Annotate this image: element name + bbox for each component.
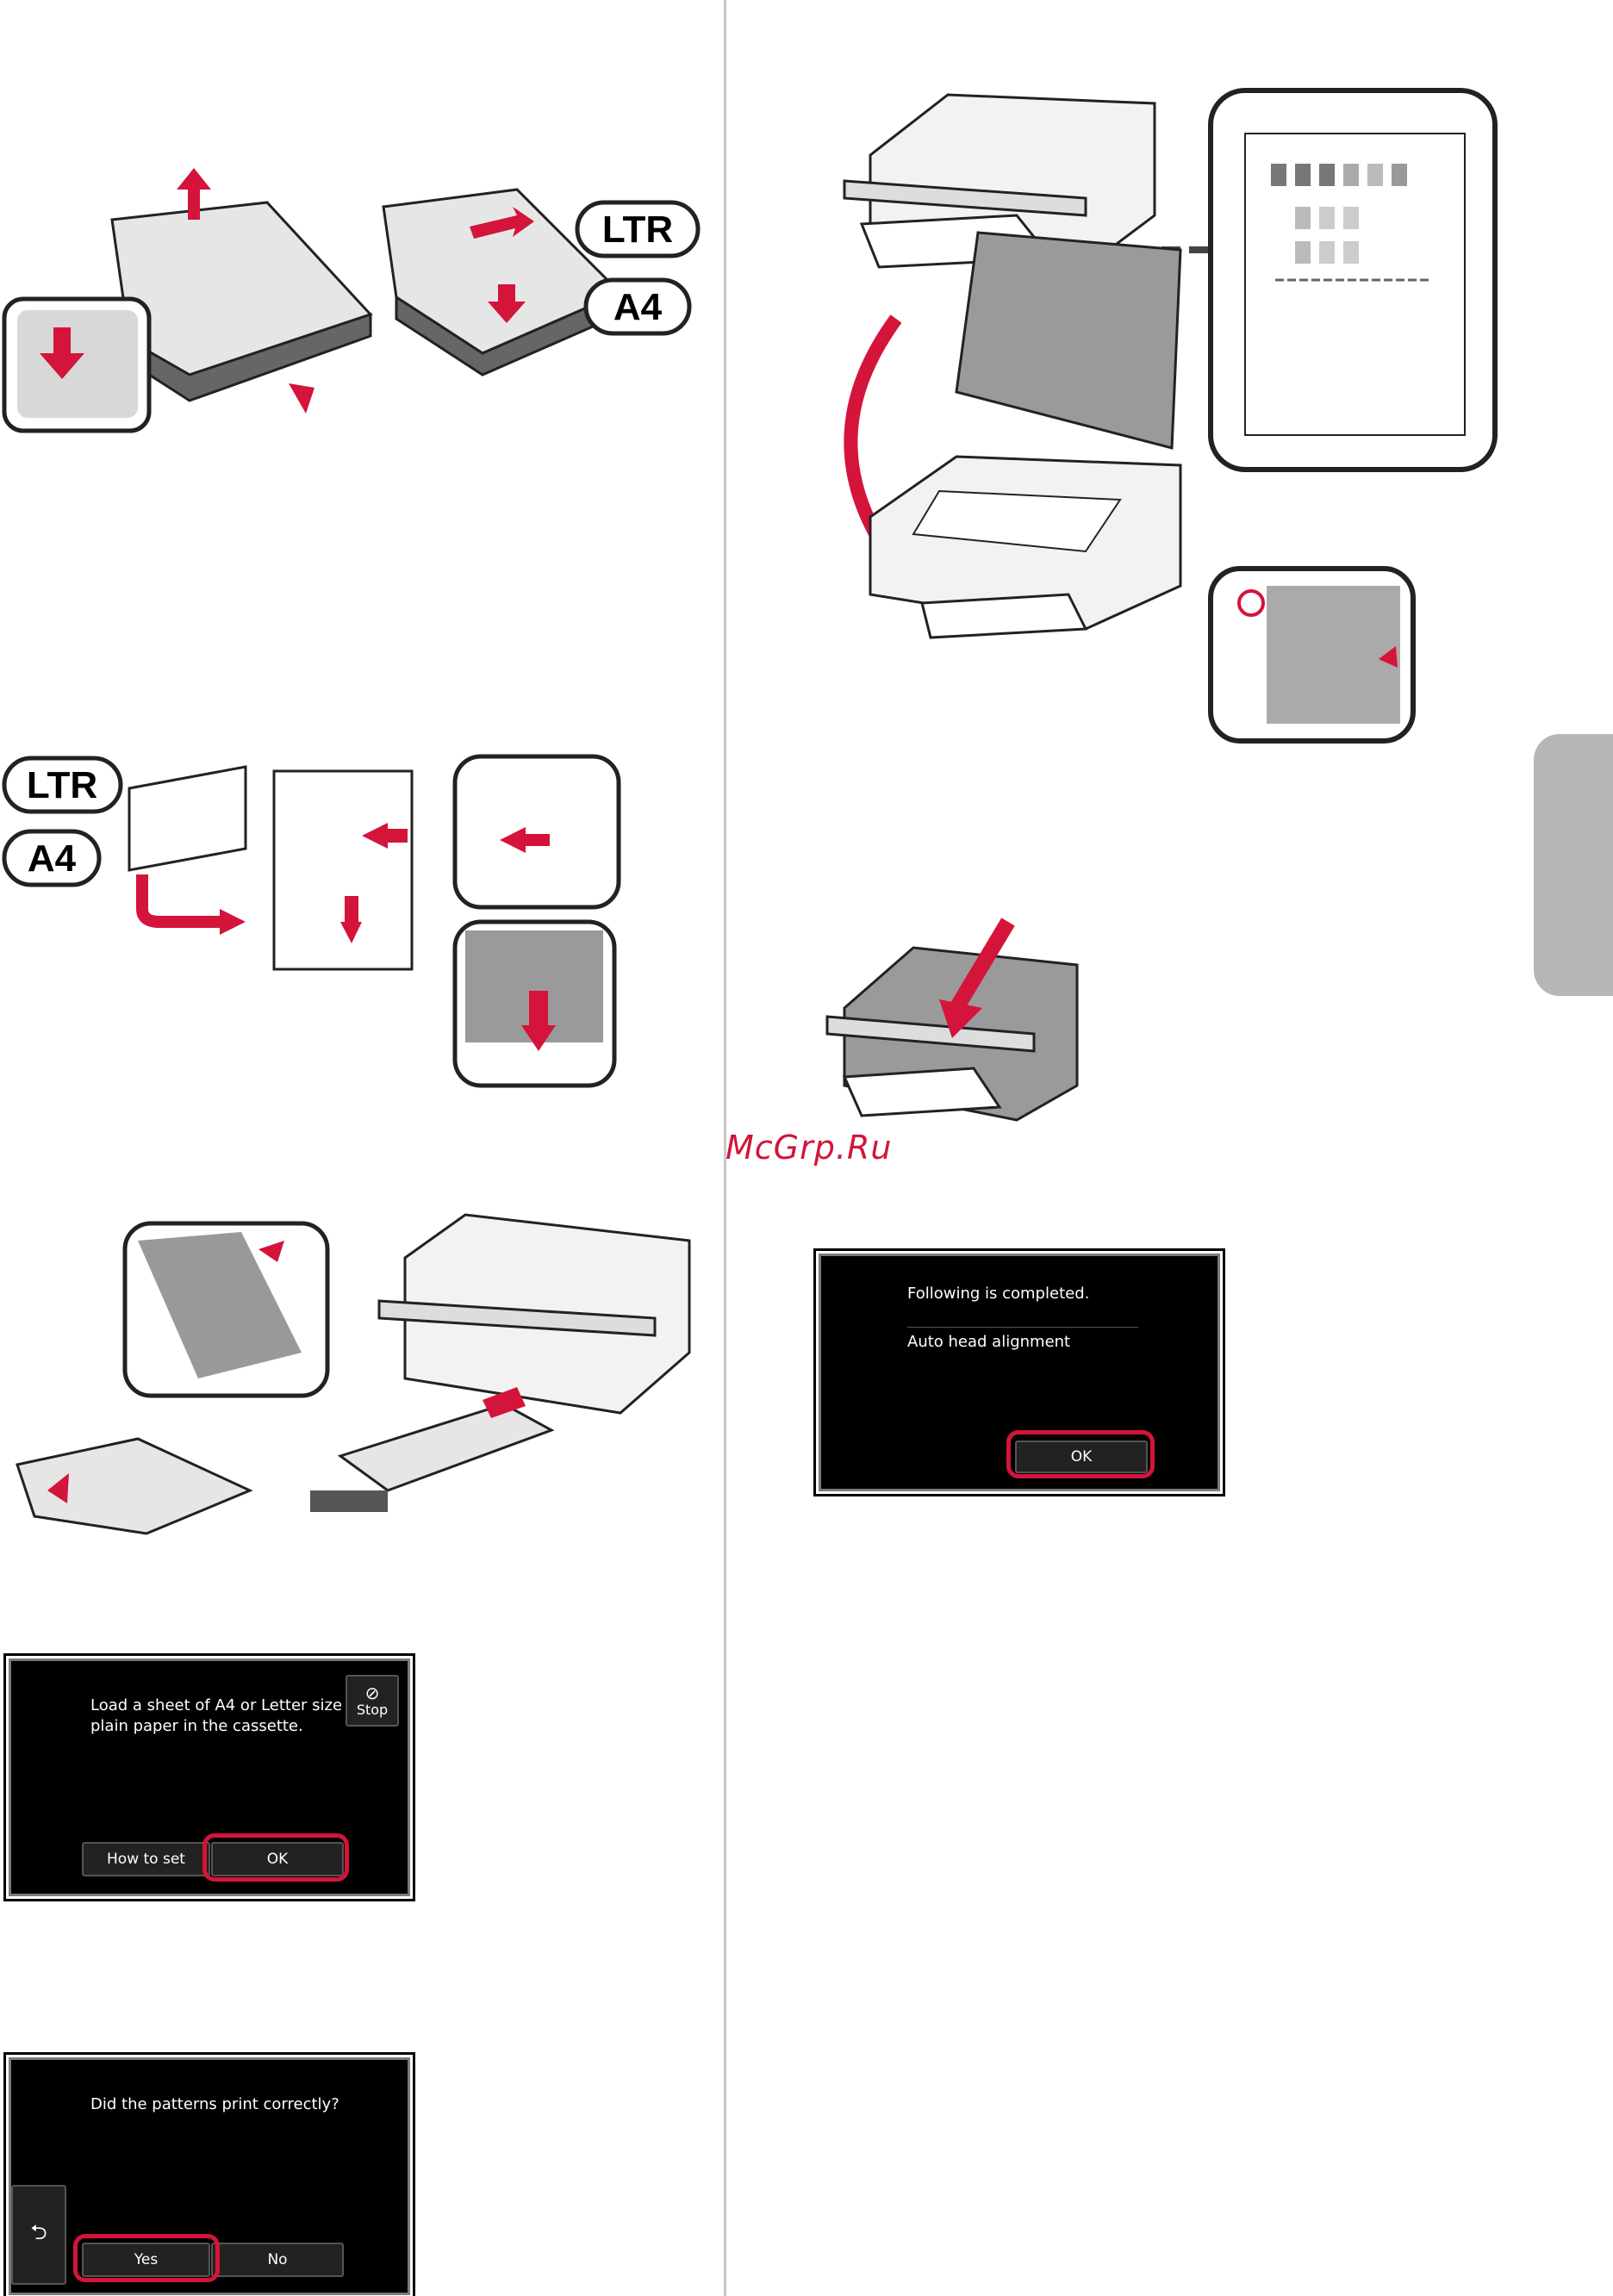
printer-scan-illustration	[827, 86, 1516, 775]
stop-icon: ⊘	[365, 1684, 380, 1702]
close-cover-illustration	[810, 913, 1094, 1137]
section-tab	[1534, 734, 1613, 996]
watermark: McGrp.Ru	[726, 1129, 892, 1167]
patterns-question: Did the patterns print correctly?	[90, 2094, 339, 2115]
stop-button[interactable]: ⊘ Stop	[346, 1675, 399, 1727]
ok-highlight	[1006, 1430, 1155, 1478]
cassette-guides-illustration: LTR A4	[0, 168, 707, 444]
no-button[interactable]: No	[211, 2243, 344, 2277]
svg-text:A4: A4	[28, 837, 77, 880]
svg-text:LTR: LTR	[602, 208, 673, 251]
paper-load-illustration: LTR A4	[0, 750, 629, 1094]
completed-title: Following is completed.	[907, 1284, 1089, 1304]
completed-separator	[907, 1327, 1138, 1328]
ltr-label: LTR	[4, 758, 121, 812]
yes-highlight	[73, 2234, 220, 2282]
load-message-line2: plain paper in the cassette.	[90, 1716, 303, 1737]
ok-highlight	[202, 1833, 349, 1882]
load-message-line1: Load a sheet of A4 or Letter size	[90, 1696, 342, 1716]
completed-item: Auto head alignment	[907, 1332, 1070, 1353]
completed-screen: Following is completed. Auto head alignm…	[819, 1254, 1220, 1491]
patterns-question-screen: Did the patterns print correctly? ⮌ Yes …	[9, 2057, 410, 2295]
ltr-label: LTR	[577, 202, 698, 256]
back-arrow-icon[interactable]: ⮌	[11, 2185, 66, 2285]
a4-label: A4	[4, 831, 99, 885]
how-to-set-button[interactable]: How to set	[82, 1842, 210, 1876]
svg-text:A4: A4	[613, 286, 663, 328]
load-paper-screen: Load a sheet of A4 or Letter size plain …	[9, 1658, 410, 1896]
svg-text:LTR: LTR	[27, 764, 97, 806]
insert-cassette-illustration	[0, 1206, 707, 1585]
a4-label: A4	[586, 280, 689, 333]
